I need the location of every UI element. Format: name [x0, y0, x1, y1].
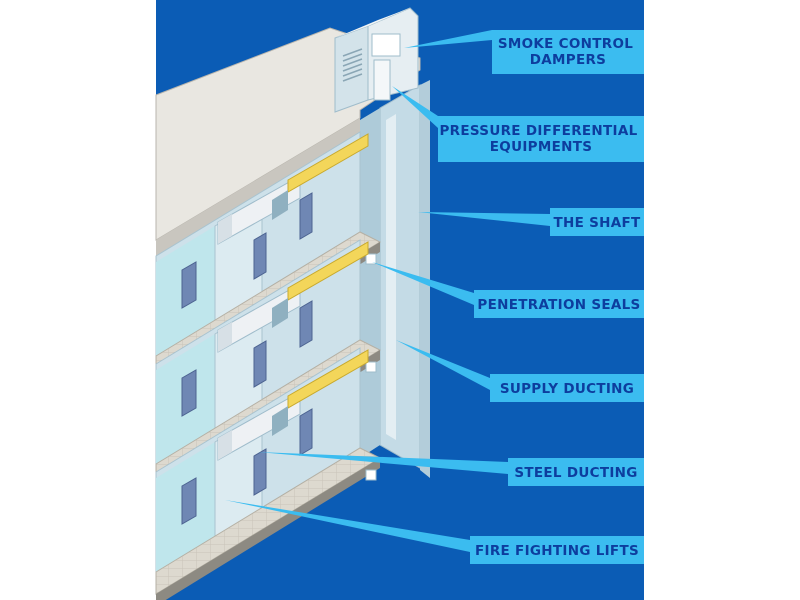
penetration-seal: [365, 361, 377, 373]
lift-door: [181, 261, 197, 309]
leader-smoke-control-dampers: [404, 30, 492, 48]
callout-supply-ducting: SUPPLY DUCTING: [490, 374, 644, 402]
floor-levels: [155, 131, 382, 600]
svg-text:PRESSURE DIFFERENTIAL: PRESSURE DIFFERENTIAL EQUIPMENTS: [439, 123, 642, 155]
callout-box: [550, 208, 644, 236]
damper-unit: [371, 33, 401, 57]
steel-duct-end: [218, 322, 232, 352]
stair-door: [253, 448, 267, 496]
penetration-seal: [365, 253, 377, 265]
callout-box: [438, 116, 644, 162]
callout-line: SUPPLY DUCTING: [500, 381, 634, 397]
lobby-door: [299, 192, 313, 240]
roof-edge: [156, 118, 360, 256]
callout-box: [508, 458, 644, 486]
stair-door: [253, 232, 267, 280]
callout-line: EQUIPMENTS: [490, 139, 592, 155]
callout-box: [474, 290, 644, 318]
leader-penetration-seals: [372, 262, 474, 305]
callout-line: STEEL DUCTING: [514, 465, 637, 481]
duct-connector: [272, 406, 288, 436]
leader-steel-ducting: [258, 452, 508, 474]
duct-connector: [272, 190, 288, 220]
callout-box: [490, 374, 644, 402]
leader-supply-ducting: [396, 340, 490, 390]
callout-pressure-differential-equipments: PRESSURE DIFFERENTIAL EQUIPMENTS: [438, 116, 644, 162]
callout-the-shaft: THE SHAFT: [550, 208, 644, 236]
leader-pressure-differential-equipments: [392, 86, 438, 128]
penetration-seal: [365, 469, 377, 481]
supply-duct: [287, 349, 369, 409]
lift-door: [181, 477, 197, 525]
callout-smoke-control-dampers: SMOKE CONTROL DAMPERS: [492, 30, 644, 74]
callout-steel-ducting: STEEL DUCTING: [508, 458, 644, 486]
steel-duct-end: [218, 430, 232, 460]
leader-the-shaft: [418, 212, 550, 226]
lobby-door: [299, 408, 313, 456]
steel-duct-end: [218, 214, 232, 244]
lobby-door: [299, 300, 313, 348]
callout-line: PRESSURE DIFFERENTIAL: [439, 123, 637, 139]
callout-box: [492, 30, 644, 74]
svg-text:SMOKE CONTROL DAMPERS: SMOKE CONTROL DAMPERS: [498, 36, 638, 68]
louvre-grille: [342, 48, 363, 82]
pressure-equipment: [373, 59, 391, 101]
callout-line: PENETRATION SEALS: [477, 297, 640, 313]
leader-fire-fighting-lifts: [225, 500, 470, 552]
stair-door: [253, 340, 267, 388]
building: [155, 7, 430, 478]
callout-line: THE SHAFT: [553, 215, 641, 231]
supply-duct: [287, 133, 369, 193]
supply-duct: [287, 241, 369, 301]
callout-box: [470, 536, 644, 564]
callout-line: FIRE FIGHTING LIFTS: [475, 543, 639, 559]
lift-door: [181, 369, 197, 417]
plant-housing-front: [334, 25, 369, 113]
callout-fire-fighting-lifts: FIRE FIGHTING LIFTS: [470, 536, 644, 564]
shaft-inner: [386, 114, 396, 440]
callout-line: SMOKE CONTROL: [498, 36, 633, 52]
floor-slab-edge: [156, 458, 380, 600]
shaft-side: [360, 108, 380, 458]
duct-connector: [272, 298, 288, 328]
callouts: SMOKE CONTROL DAMPERS PRESSURE DIFFERENT…: [225, 30, 644, 564]
callout-line: DAMPERS: [530, 52, 606, 68]
callout-penetration-seals: PENETRATION SEALS: [474, 290, 644, 318]
plant-housing-top: [335, 8, 410, 38]
